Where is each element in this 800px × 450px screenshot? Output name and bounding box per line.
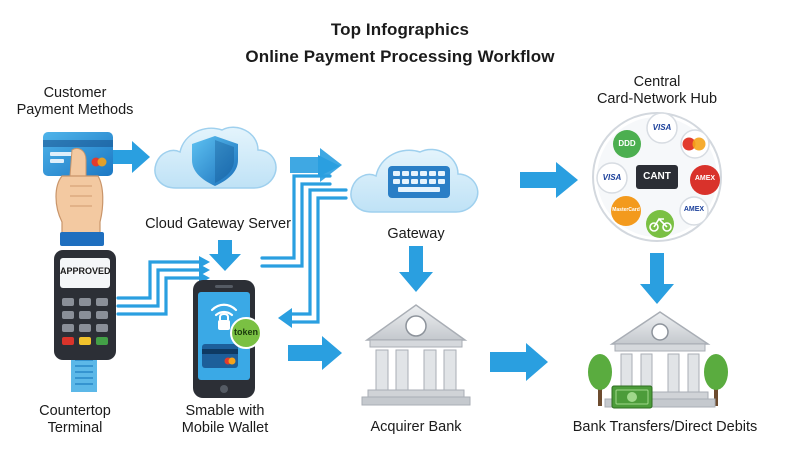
cloud-gateway-server-icon — [154, 126, 277, 189]
countertop-terminal-icon — [54, 250, 116, 392]
card-network-hub-label: Central Card-Network Hub — [596, 74, 718, 107]
arrow-gateway-to-hub — [520, 162, 578, 198]
amex-label: AMEX — [683, 206, 705, 213]
acquirer-bank-icon — [361, 304, 471, 406]
wifi-icon — [210, 303, 238, 317]
diagram-title: Top Infographics — [330, 20, 470, 39]
green-brand-icon — [613, 130, 641, 158]
shield-icon — [192, 136, 238, 186]
amex-icon — [679, 196, 709, 226]
transfer-bank-icon — [588, 311, 728, 409]
gateway-to-phone-lines — [288, 188, 348, 324]
arrow-top-to-gateway — [290, 148, 342, 182]
mastercard-label: MasterCard — [612, 207, 640, 213]
token-text: token — [233, 327, 258, 337]
terminal-to-cloud-heads — [199, 256, 210, 284]
visa-left-icon — [596, 162, 628, 194]
mobile-wallet-label: Smable with Mobile Wallet — [181, 403, 269, 436]
arrow-hub-to-bank — [640, 253, 674, 304]
visa-left-label: VISA — [602, 173, 622, 182]
diagram-subtitle: Online Payment Processing Workflow — [245, 47, 555, 66]
hub-center-box — [636, 165, 678, 189]
terminal-to-cloud-lines — [116, 260, 202, 316]
terminal-screen-text: APPROVED — [60, 266, 111, 276]
dollar-coin-icon — [405, 315, 427, 337]
lock-icon — [218, 320, 230, 330]
token-badge — [230, 317, 262, 349]
green-brand-label: DDD — [618, 139, 636, 148]
gateway-cloud-icon — [350, 148, 479, 213]
customer-payment-methods-label: Customer Payment Methods — [16, 85, 134, 118]
hand-holding-card — [43, 132, 113, 246]
arrow-phone-to-acquirer — [288, 336, 342, 370]
cloud-to-gateway-lines — [260, 174, 332, 268]
visa-top-icon — [646, 112, 678, 144]
visa-top-label: VISA — [652, 123, 672, 132]
bank-transfers-label: Bank Transfers/Direct Debits — [572, 419, 758, 435]
hub-center-text: CANT — [643, 171, 671, 182]
arrow-acquirer-to-transfers — [490, 343, 548, 381]
cloud-gateway-server-label: Cloud Gateway Server — [145, 216, 291, 232]
gateway-to-phone-head — [278, 308, 292, 328]
acquirer-bank-label: Acquirer Bank — [370, 419, 462, 435]
amex-red-icon — [690, 165, 720, 195]
mobile-wallet-phone-icon — [193, 280, 262, 398]
arrow-gateway-to-acquirer — [399, 246, 433, 292]
arrow-cloud-to-phone — [209, 240, 241, 271]
countertop-terminal-label: Countertop Terminal — [39, 403, 111, 436]
gateway-label: Gateway — [387, 226, 445, 242]
amex-red-label: AMEX — [694, 175, 716, 182]
mastercard-orange-icon — [611, 196, 641, 226]
flow-arrows — [110, 141, 674, 381]
card-network-hub — [592, 112, 722, 242]
arrow-card-to-cloud — [110, 141, 150, 173]
